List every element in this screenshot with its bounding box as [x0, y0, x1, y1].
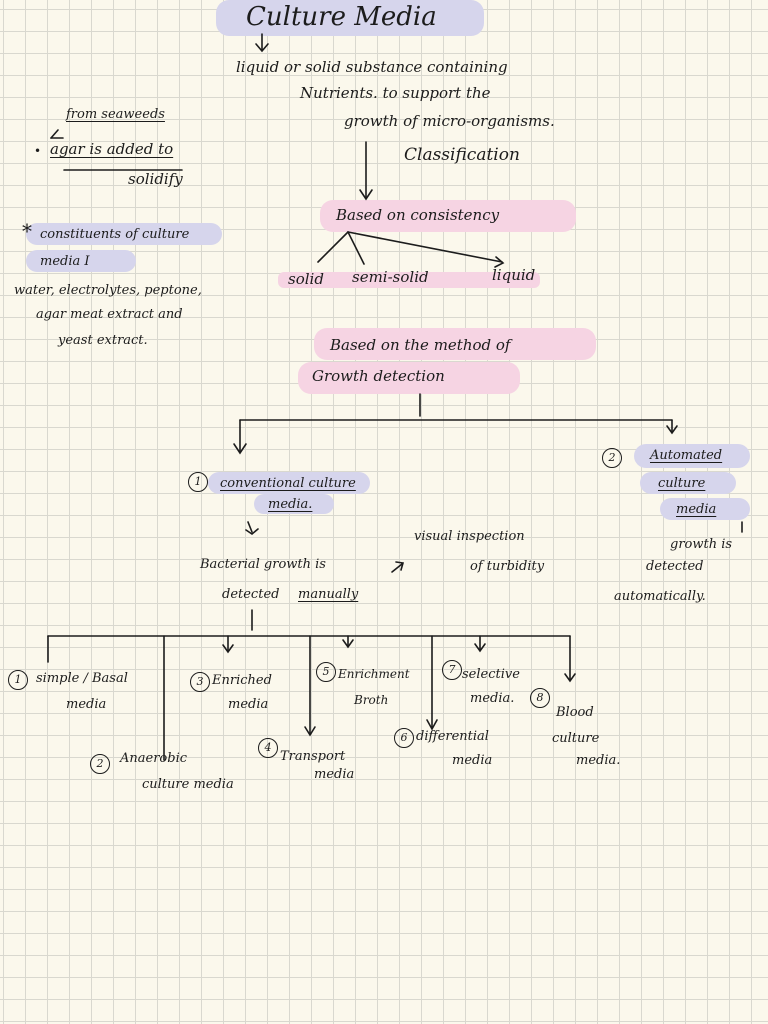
- media-type-label: media: [228, 697, 269, 712]
- agar-note-line-2: solidify: [128, 170, 183, 188]
- media-type-label: culture media: [142, 777, 234, 792]
- definition-line-1: liquid or solid substance containing: [236, 58, 508, 76]
- media-type-label: media.: [470, 691, 515, 706]
- conventional-number: 1: [188, 472, 208, 492]
- title-highlight: [216, 0, 484, 36]
- media-type-number: 8: [530, 688, 550, 708]
- constituents-heading-line-1: constituents of culture: [40, 227, 190, 242]
- page-title: Culture Media: [246, 2, 437, 32]
- automated-growth-line-3: automatically.: [614, 589, 706, 604]
- consistency-heading: Based on consistency: [336, 206, 500, 224]
- definition-line-2: Nutrients. to support the: [300, 84, 491, 102]
- definition-line-3: growth of micro-organisms.: [344, 112, 555, 130]
- media-type-label: Enrichment: [338, 667, 410, 681]
- media-type-number: 4: [258, 738, 278, 758]
- consistency-semi-solid: semi-solid: [352, 268, 429, 286]
- media-type-number: 2: [90, 754, 110, 774]
- constituents-star: *: [22, 219, 32, 243]
- detected-manually: manually: [298, 587, 359, 602]
- automated-highlight-3: [660, 498, 750, 520]
- media-type-label: Anaerobic: [120, 751, 188, 766]
- conventional-line-2: media.: [268, 497, 313, 512]
- seaweed-note: from seaweeds: [66, 107, 165, 122]
- detected-line-2: detected: [222, 587, 280, 602]
- media-type-label: media: [452, 753, 493, 768]
- media-type-label: differential: [416, 729, 489, 744]
- consistency-solid: solid: [288, 270, 324, 288]
- media-type-label: media: [314, 767, 355, 782]
- consistency-liquid: liquid: [492, 266, 536, 284]
- method-line-2: Growth detection: [312, 367, 445, 385]
- constituents-line-3: yeast extract.: [58, 333, 148, 348]
- agar-note-line-1: agar is added to: [50, 140, 174, 158]
- automated-number: 2: [602, 448, 622, 468]
- automated-highlight: [634, 444, 750, 468]
- media-type-label: media.: [576, 753, 621, 768]
- conventional-line-1: conventional culture: [220, 476, 356, 491]
- constituents-line-1: water, electrolytes, peptone,: [14, 283, 202, 298]
- automated-highlight-2: [640, 472, 736, 494]
- conventional-highlight: [208, 472, 370, 494]
- agar-bullet: •: [34, 144, 42, 158]
- automated-growth-line-2: detected: [646, 559, 704, 574]
- media-type-label: culture: [552, 731, 600, 746]
- media-type-label: media: [66, 697, 107, 712]
- constituents-highlight-2: [26, 250, 136, 272]
- automated-line-3: media: [676, 502, 717, 517]
- media-type-label: Broth: [354, 693, 389, 707]
- visual-inspection-line-1: visual inspection: [414, 529, 525, 544]
- visual-inspection-line-2: of turbidity: [470, 559, 545, 574]
- automated-line-1: Automated: [650, 448, 723, 463]
- media-type-number: 3: [190, 672, 210, 692]
- media-type-label: Blood: [556, 705, 594, 720]
- constituents-line-2: agar meat extract and: [36, 307, 183, 322]
- media-type-number: 1: [8, 670, 28, 690]
- growth-detection-highlight: [298, 362, 520, 394]
- media-type-number: 6: [394, 728, 414, 748]
- method-highlight: [314, 328, 596, 360]
- detected-line-1: Bacterial growth is: [200, 557, 326, 572]
- media-type-number: 7: [442, 660, 462, 680]
- media-type-label: selective: [462, 667, 520, 682]
- media-type-label: Enriched: [212, 673, 272, 688]
- automated-line-2: culture: [658, 476, 706, 491]
- media-type-label: Transport: [280, 749, 346, 764]
- media-type-number: 5: [316, 662, 336, 682]
- classification-label: Classification: [404, 145, 520, 165]
- consistency-highlight: [320, 200, 576, 232]
- media-type-label: simple / Basal: [36, 671, 128, 686]
- constituents-highlight: [26, 223, 222, 245]
- consistency-types-highlight: [278, 272, 540, 288]
- conventional-highlight-2: [254, 494, 334, 514]
- constituents-heading-line-2: media I: [40, 254, 90, 269]
- method-line-1: Based on the method of: [330, 336, 511, 354]
- automated-growth-line-1: growth is: [670, 537, 733, 552]
